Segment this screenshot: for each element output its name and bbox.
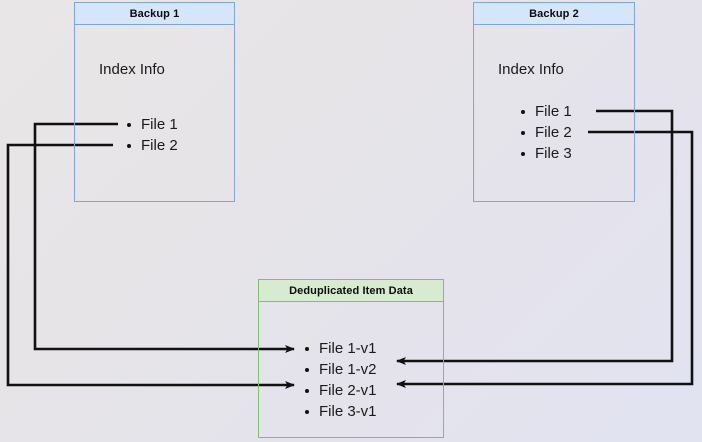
dedup-item-list: File 1-v1 File 1-v2 File 2-v1 File 3-v1 [303,338,377,422]
dedup-box[interactable]: Deduplicated Item Data File 1-v1 File 1-… [258,279,444,438]
dedup-item[interactable]: File 3-v1 [303,401,377,422]
backup2-box[interactable]: Backup 2 Index Info File 1 File 2 File 3 [473,2,635,202]
backup2-title: Backup 2 [474,3,634,25]
connector-backup1-file2 [6,143,295,389]
backup1-body: Index Info File 1 File 2 [75,25,234,201]
backup1-title: Backup 1 [75,3,234,25]
backup1-file-item[interactable]: File 2 [125,135,178,156]
backup2-file-item[interactable]: File 1 [519,101,572,122]
dedup-item[interactable]: File 1-v1 [303,338,377,359]
dedup-body: File 1-v1 File 1-v2 File 2-v1 File 3-v1 [259,302,443,437]
backup1-file-list: File 1 File 2 [125,114,178,156]
dedup-title: Deduplicated Item Data [259,280,443,302]
backup2-body: Index Info File 1 File 2 File 3 [474,25,634,201]
backup2-index-label: Index Info [498,61,564,78]
connector-backup2-file2 [396,130,694,388]
backup2-file-list: File 1 File 2 File 3 [519,101,572,164]
backup1-index-label: Index Info [99,61,165,78]
backup2-file-item[interactable]: File 3 [519,143,572,164]
dedup-item[interactable]: File 2-v1 [303,380,377,401]
dedup-item[interactable]: File 1-v2 [303,359,377,380]
backup1-file-item[interactable]: File 1 [125,114,178,135]
backup2-file-item[interactable]: File 2 [519,122,572,143]
backup1-box[interactable]: Backup 1 Index Info File 1 File 2 [74,2,235,202]
connector-backup1-file1 [33,122,295,353]
